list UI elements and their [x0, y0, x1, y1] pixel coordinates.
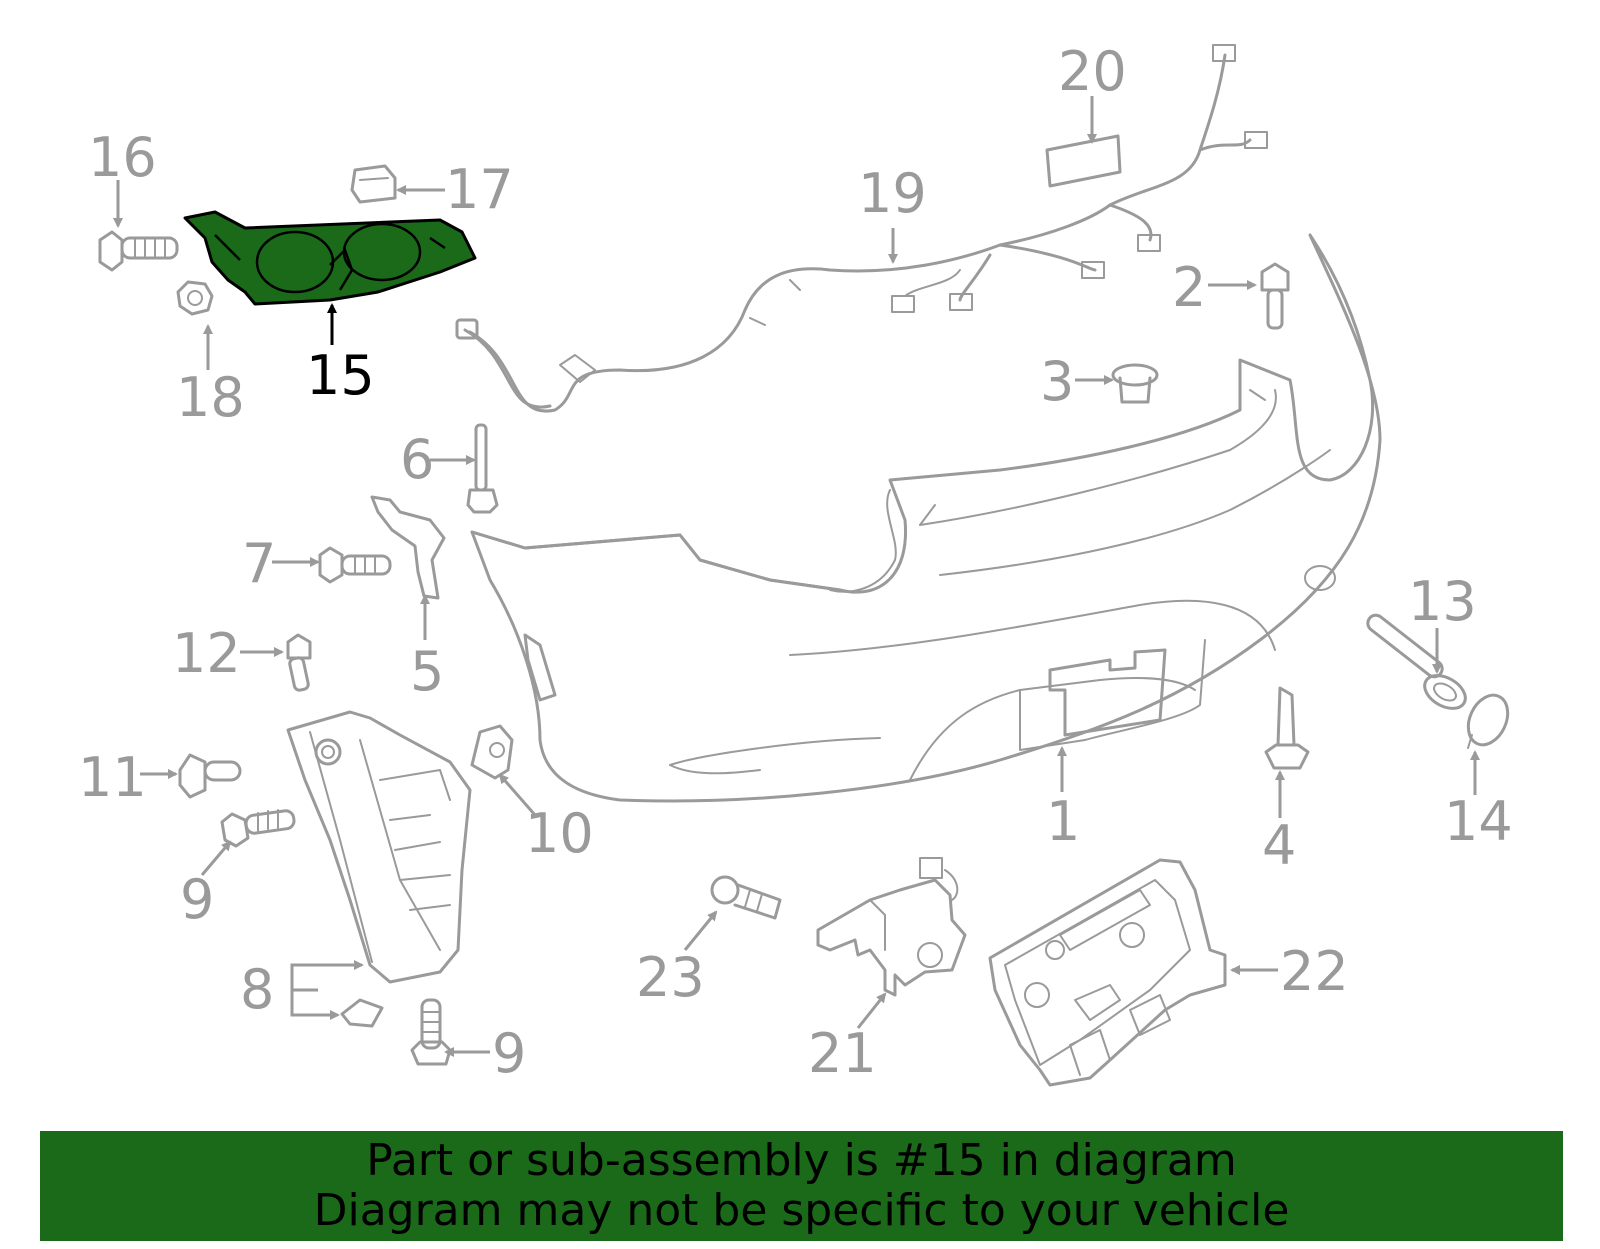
label-8: 8 — [240, 958, 274, 1021]
label-17: 17 — [445, 158, 514, 221]
part-5-bracket — [370, 495, 446, 600]
part-22-module — [988, 858, 1227, 1087]
label-12: 12 — [172, 622, 241, 685]
part-9-bolt-upper — [220, 809, 296, 848]
part-7-bolt — [318, 546, 392, 584]
part-1-bumper-cover — [470, 233, 1382, 803]
part-10-clip — [470, 724, 514, 780]
part-6-pin — [466, 423, 499, 514]
part-23-screw — [710, 875, 782, 920]
label-16: 16 — [88, 126, 157, 189]
label-18: 18 — [176, 366, 245, 429]
part-8-clip — [340, 998, 384, 1028]
part-20-label — [1045, 134, 1122, 188]
banner-line-2: Diagram may not be specific to your vehi… — [313, 1185, 1290, 1236]
label-22: 22 — [1280, 940, 1349, 1003]
label-13: 13 — [1408, 570, 1477, 633]
leader-lines — [113, 96, 1480, 1057]
part-9-bolt-lower — [410, 998, 452, 1066]
part-18-nut — [176, 280, 214, 316]
label-20: 20 — [1058, 40, 1127, 103]
label-4: 4 — [1262, 814, 1296, 877]
part-11-clip — [178, 753, 242, 799]
banner-line-1: Part or sub-assembly is #15 in diagram — [366, 1135, 1237, 1186]
callout-labels: 16 17 18 15 19 20 2 3 6 7 5 12 1 4 13 14… — [78, 40, 1513, 1085]
label-9-lower: 9 — [492, 1022, 526, 1085]
label-3: 3 — [1040, 350, 1074, 413]
label-2: 2 — [1172, 256, 1206, 319]
label-19: 19 — [858, 162, 927, 225]
part-14-cap — [1466, 693, 1510, 749]
label-11: 11 — [78, 746, 147, 809]
label-23: 23 — [636, 946, 705, 1009]
label-15: 15 — [306, 344, 375, 407]
label-14: 14 — [1444, 790, 1513, 853]
label-10: 10 — [525, 802, 594, 865]
part-12-bolt — [286, 633, 312, 692]
part-2-bolt — [1260, 262, 1290, 330]
info-banner: Part or sub-assembly is #15 in diagram D… — [40, 1131, 1563, 1241]
part-19-harness — [455, 44, 1268, 413]
part-15-bracket[interactable] — [183, 210, 477, 306]
label-21: 21 — [808, 1022, 877, 1085]
part-17-clip — [350, 164, 397, 204]
part-3-grommet — [1111, 363, 1159, 404]
label-7: 7 — [242, 532, 276, 595]
part-8-side-bracket — [286, 710, 472, 984]
label-6: 6 — [400, 428, 434, 491]
part-4-bolt — [1264, 686, 1310, 770]
label-9-upper: 9 — [180, 868, 214, 931]
label-5: 5 — [410, 640, 444, 703]
label-1: 1 — [1046, 790, 1080, 853]
part-16-bolt — [98, 230, 179, 272]
part-21-sensor — [816, 857, 967, 997]
